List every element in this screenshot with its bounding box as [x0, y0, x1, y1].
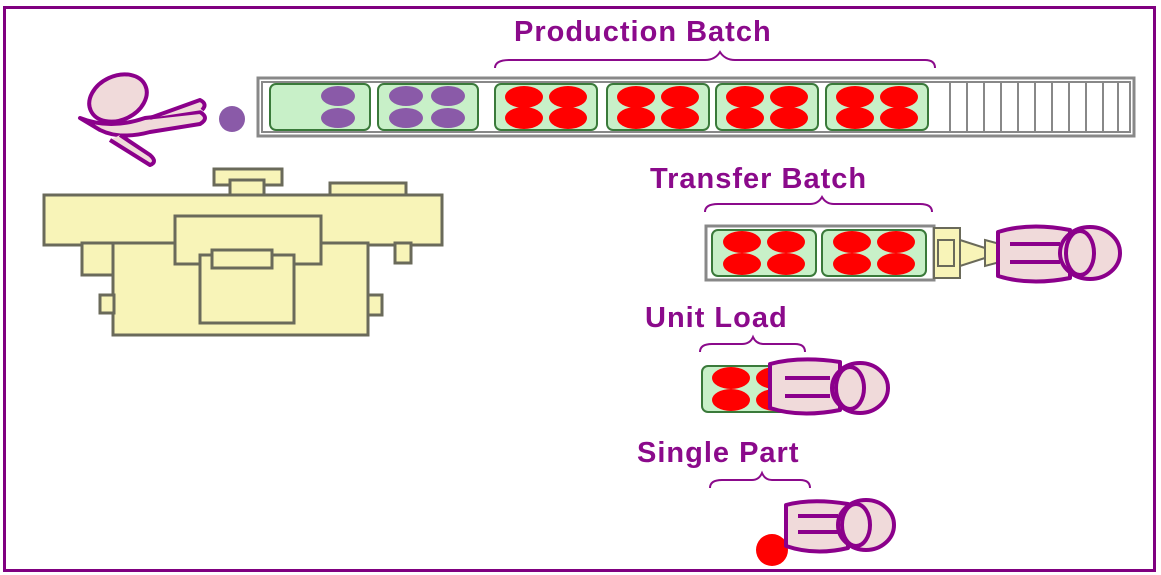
machine-icon — [42, 167, 444, 337]
transfer-batch-label: Transfer Batch — [650, 163, 868, 195]
transfer-cart — [704, 224, 1001, 282]
container-2 — [377, 83, 479, 131]
brace-icon — [709, 470, 811, 489]
brace-icon — [704, 194, 933, 213]
container-5 — [715, 83, 819, 131]
unit-load-label: Unit Load — [645, 302, 788, 334]
part-icon — [219, 106, 245, 132]
container-1 — [269, 83, 371, 131]
container-6 — [825, 83, 929, 131]
operator-hand-icon — [78, 72, 207, 167]
operator-hand-icon — [768, 357, 890, 416]
brace-icon — [494, 50, 936, 69]
operator-hand-icon — [784, 498, 896, 554]
single-part-label: Single Part — [637, 437, 800, 469]
production-batch-label: Production Batch — [514, 16, 772, 48]
container-4 — [606, 83, 710, 131]
brace-icon — [699, 334, 806, 353]
part-icon — [756, 534, 788, 566]
operator-hand-icon — [996, 224, 1122, 284]
container-3 — [494, 83, 598, 131]
